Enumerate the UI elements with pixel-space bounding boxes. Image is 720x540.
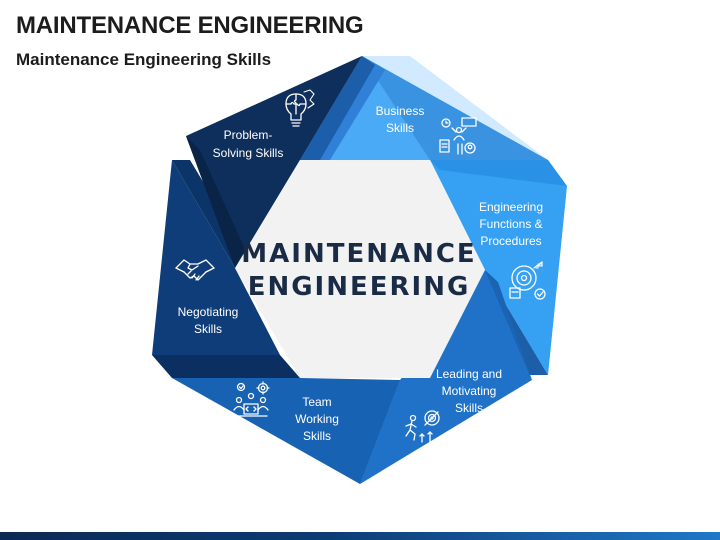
label-leading-2: Motivating <box>442 384 497 398</box>
center-title-line2: ENGINEERING <box>248 272 471 302</box>
label-engineering-1: Engineering <box>479 200 543 214</box>
label-business-1: Business <box>376 104 425 118</box>
label-engineering-3: Procedures <box>480 234 541 248</box>
center-hexagon <box>235 160 485 378</box>
label-business-2: Skills <box>386 121 414 135</box>
segment-problem <box>186 56 375 268</box>
label-problem-2: Solving Skills <box>213 146 284 160</box>
segment-team <box>172 360 400 484</box>
page-subtitle: Maintenance Engineering Skills <box>16 50 272 69</box>
team-meeting-icon <box>439 117 477 155</box>
label-team-2: Working <box>295 412 339 426</box>
label-negotiating-1: Negotiating <box>178 305 239 319</box>
label-engineering-2: Functions & <box>479 217 542 231</box>
label-team-3: Skills <box>303 429 331 443</box>
bottom-accent-bar <box>0 532 720 540</box>
handshake-icon <box>175 259 215 281</box>
label-leading-1: Leading and <box>436 367 502 381</box>
running-to-target-icon <box>405 410 440 443</box>
label-negotiating-2: Skills <box>194 322 222 336</box>
target-growth-icon <box>509 261 546 300</box>
label-problem-1: Problem- <box>224 128 273 142</box>
label-team-1: Team <box>302 395 331 409</box>
center-title-line1: MAINTENANCE <box>241 239 476 269</box>
page-title: MAINTENANCE ENGINEERING <box>16 12 364 39</box>
lightbulb-puzzle-icon <box>285 89 315 127</box>
team-coding-icon <box>233 381 270 417</box>
label-leading-3: Skills <box>455 401 483 415</box>
